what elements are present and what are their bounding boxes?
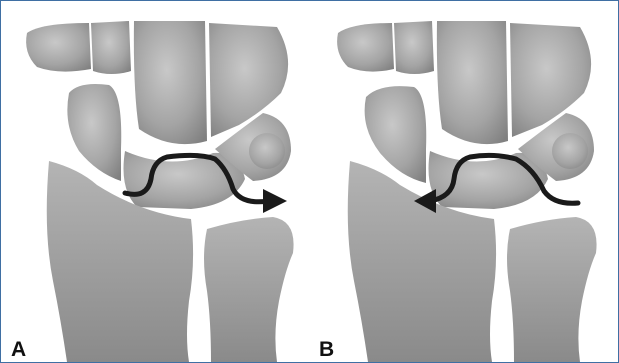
ulna-bone	[204, 217, 294, 362]
lunate-bone	[124, 151, 246, 209]
trapezium-bone	[26, 23, 91, 72]
panel-a-illustration	[1, 1, 310, 362]
panel-a: A	[1, 1, 310, 362]
panel-b: B	[310, 1, 619, 362]
scaphoid-bone	[365, 86, 427, 183]
trapezoid-bone	[91, 21, 131, 74]
capitate-bone	[134, 21, 207, 144]
pisiform-bone	[552, 133, 588, 169]
arrowhead-right-icon	[263, 189, 287, 213]
trapezium-bone	[337, 23, 394, 72]
pisiform-bone	[249, 133, 285, 169]
trapezoid-bone	[394, 21, 434, 74]
ulna-bone	[507, 217, 597, 362]
panel-label-b: B	[319, 339, 334, 360]
capitate-bone	[437, 21, 508, 144]
panel-b-illustration	[310, 1, 619, 362]
panel-label-a: A	[11, 339, 26, 360]
scaphoid-bone	[67, 84, 121, 181]
